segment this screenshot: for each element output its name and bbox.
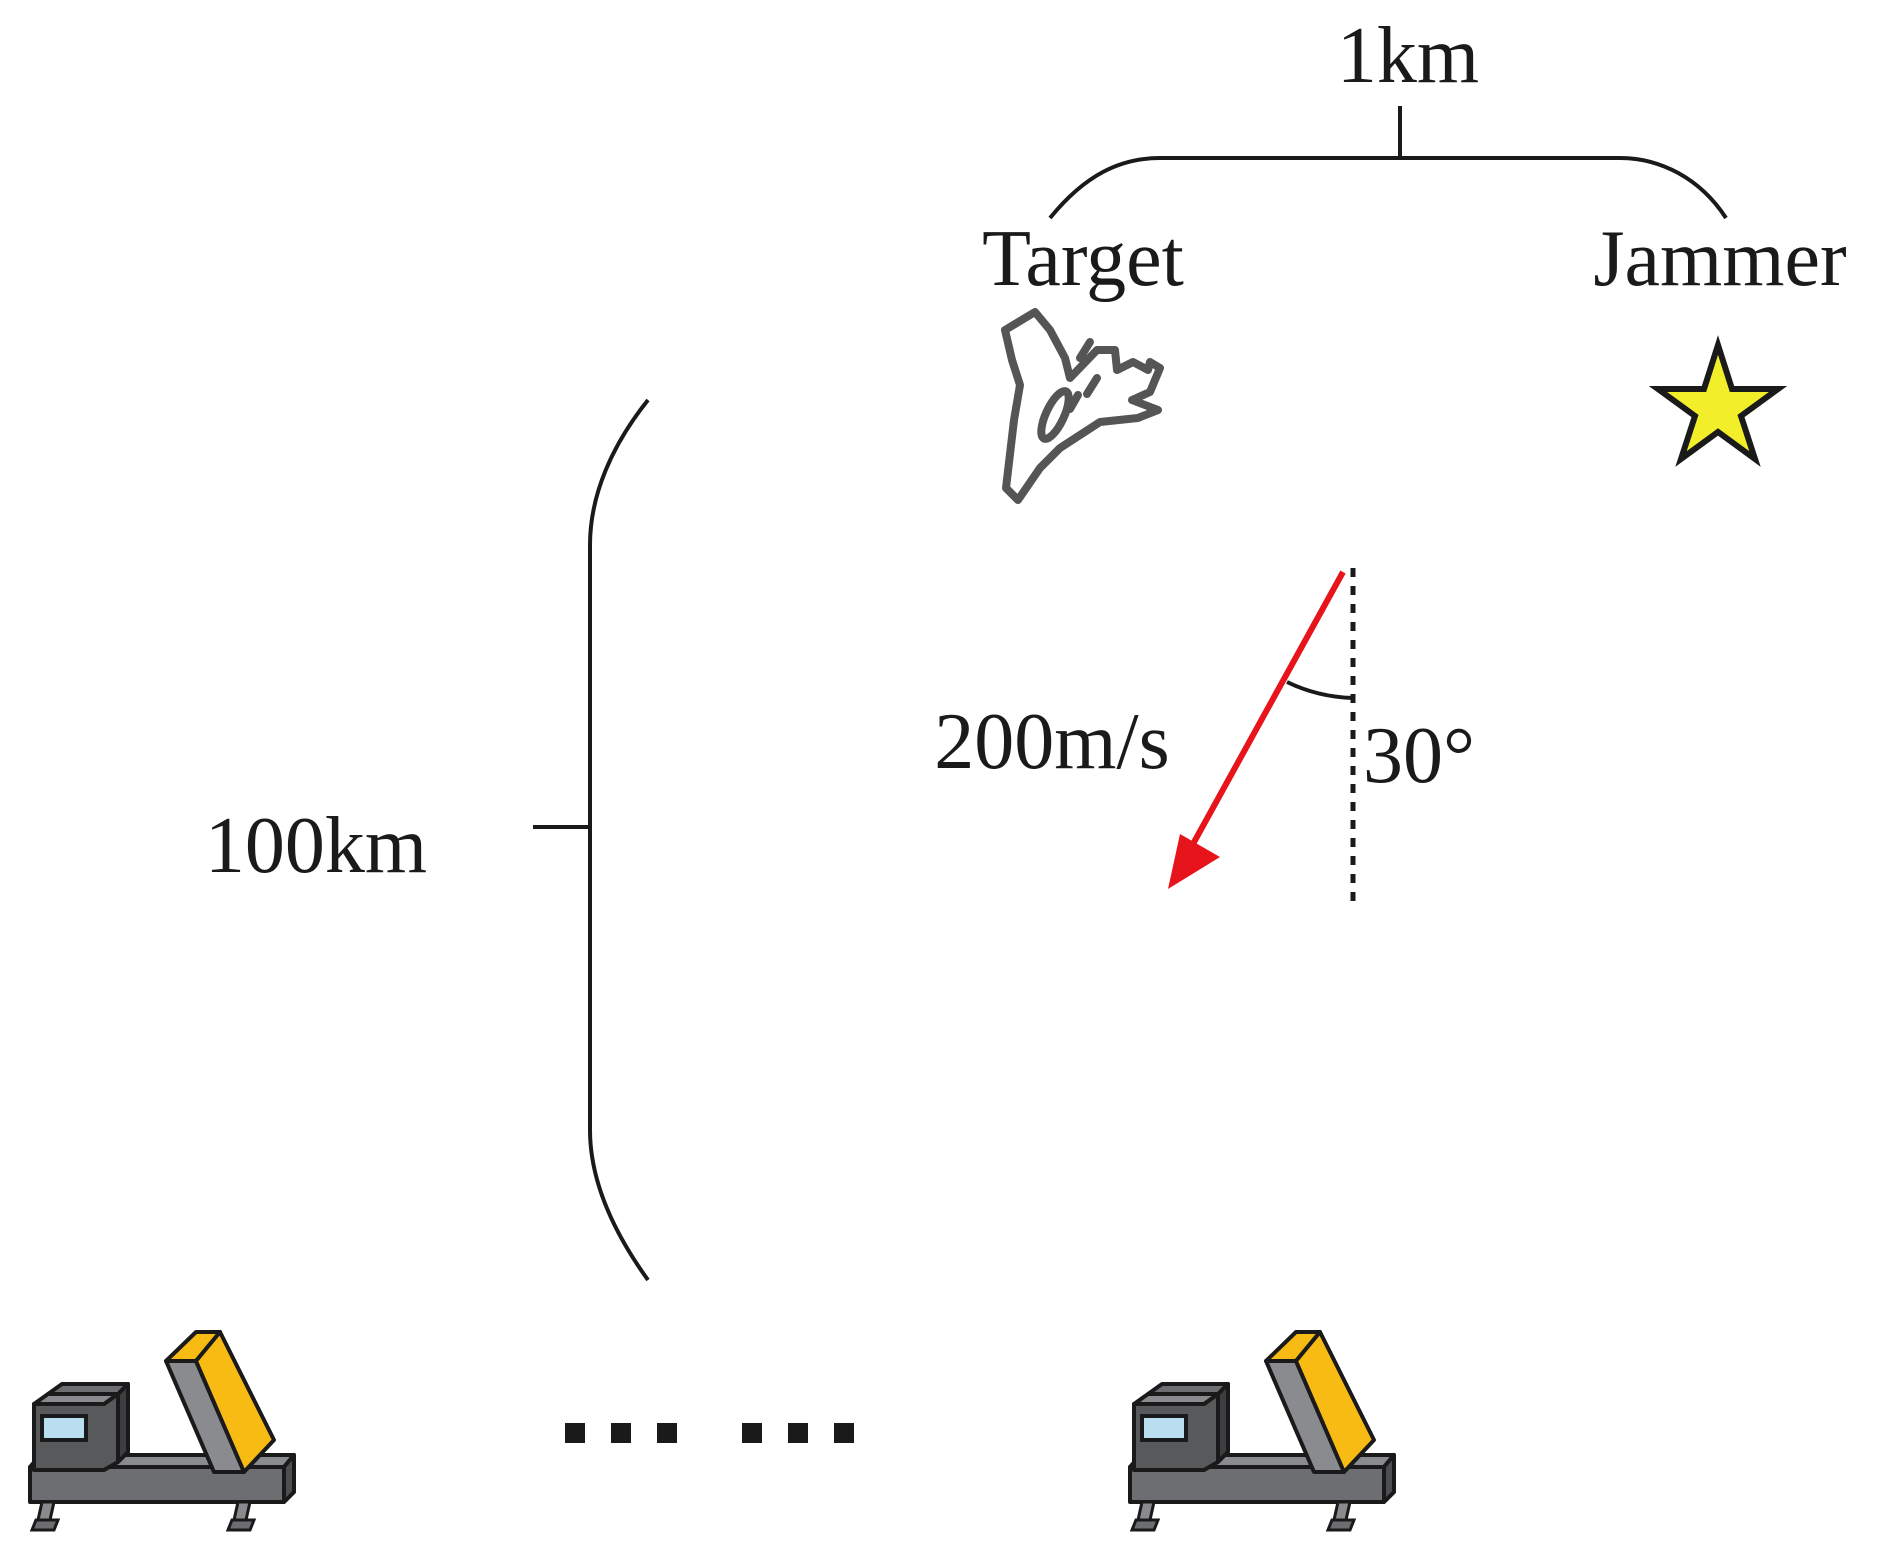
distance-side-label: 100km bbox=[205, 802, 427, 890]
jammer-label: Jammer bbox=[1593, 215, 1846, 303]
ellipsis-dots bbox=[565, 1423, 854, 1443]
distance-top-label: 1km bbox=[1337, 12, 1479, 100]
fighter-jet-icon bbox=[1001, 308, 1164, 504]
top-distance-brace bbox=[1048, 106, 1728, 220]
radar-vehicle-icon bbox=[28, 1330, 296, 1532]
radar-vehicle-icon bbox=[1128, 1330, 1396, 1532]
angle-label: 30° bbox=[1363, 712, 1475, 800]
velocity-arrow bbox=[1168, 570, 1346, 889]
side-distance-brace bbox=[533, 398, 650, 1282]
target-label: Target bbox=[982, 215, 1184, 303]
star-icon bbox=[1648, 335, 1788, 467]
angle-arc bbox=[1286, 680, 1354, 700]
speed-label: 200m/s bbox=[934, 698, 1170, 786]
